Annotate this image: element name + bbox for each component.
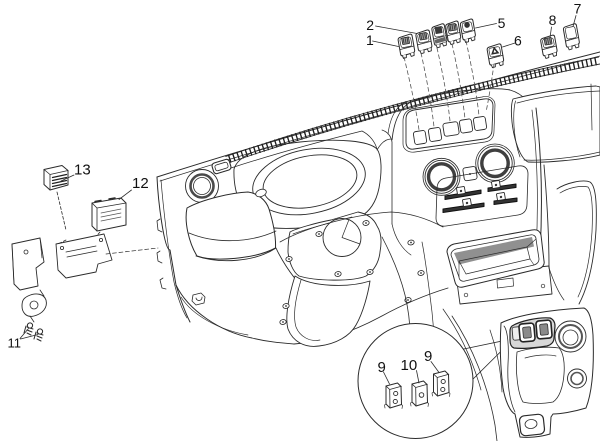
svg-text:10: 10: [401, 357, 418, 374]
svg-text:6: 6: [514, 33, 522, 49]
svg-text:5: 5: [498, 15, 506, 31]
svg-text:13: 13: [74, 162, 91, 179]
svg-text:9: 9: [424, 348, 432, 365]
svg-text:11: 11: [8, 336, 22, 351]
svg-text:9: 9: [378, 359, 386, 376]
svg-text:8: 8: [549, 12, 557, 28]
svg-text:7: 7: [574, 1, 582, 17]
svg-text:1: 1: [366, 32, 374, 48]
svg-text:2: 2: [366, 17, 374, 33]
svg-text:12: 12: [132, 175, 149, 192]
